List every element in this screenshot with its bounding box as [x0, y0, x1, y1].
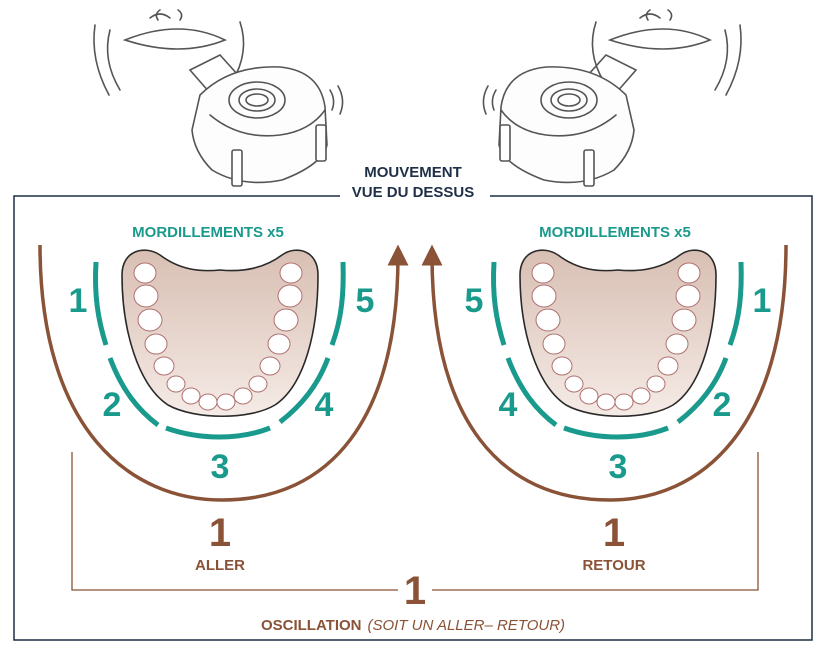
left-segment-5-label: 5	[356, 282, 375, 320]
right-segment-4-label: 4	[499, 386, 518, 424]
left-dental-arch	[121, 249, 319, 417]
oscillation-label-bold: OSCILLATION	[261, 617, 362, 634]
left-label-aller: ALLER	[195, 557, 245, 574]
left-segment-5-mark	[329, 261, 346, 346]
left-count: 1	[209, 511, 231, 555]
right-count: 1	[603, 511, 625, 555]
right-segment-4-mark	[505, 357, 558, 427]
left-heading: MORDILLEMENTS x5	[132, 224, 284, 241]
right-segment-5-label: 5	[465, 282, 484, 320]
left-segment-4-mark	[278, 357, 331, 424]
left-panel: MORDILLEMENTS x5	[38, 224, 409, 574]
left-segment-2-label: 2	[103, 386, 122, 424]
right-segment-2-mark	[676, 357, 729, 424]
right-panel: MORDILLEMENTS x5	[421, 224, 788, 574]
oscillation-label: OSCILLATION (SOIT UN ALLER– RETOUR)	[261, 617, 565, 634]
left-segment-1-mark	[93, 261, 109, 346]
right-retour-arrow	[421, 244, 788, 502]
right-heading: MORDILLEMENTS x5	[539, 224, 691, 241]
right-segment-1-label: 1	[753, 282, 772, 320]
right-segment-2-label: 2	[713, 386, 732, 424]
right-segment-3-mark	[563, 425, 669, 440]
left-segment-3-mark	[165, 425, 271, 440]
device-illustration-left	[93, 9, 344, 187]
right-segment-3-label: 3	[609, 448, 628, 486]
frame-border	[13, 195, 813, 641]
device-illustration-right	[482, 9, 742, 187]
oscillation-label-italic: (SOIT UN ALLER– RETOUR)	[368, 617, 566, 634]
oscillation-count: 1	[404, 569, 426, 613]
right-dental-arch	[519, 249, 717, 417]
left-aller-arrow	[38, 244, 409, 502]
right-segment-1-mark	[727, 261, 744, 346]
header-line1: MOUVEMENT	[364, 164, 462, 181]
left-segment-1-label: 1	[69, 282, 88, 320]
left-segment-2-mark	[107, 357, 160, 427]
right-segment-5-mark	[491, 261, 507, 346]
left-segment-3-label: 3	[211, 448, 230, 486]
header-line2: VUE DU DESSUS	[352, 184, 475, 201]
left-segment-4-label: 4	[315, 386, 334, 424]
right-label-retour: RETOUR	[582, 557, 645, 574]
oscillation-bracket	[71, 452, 759, 591]
